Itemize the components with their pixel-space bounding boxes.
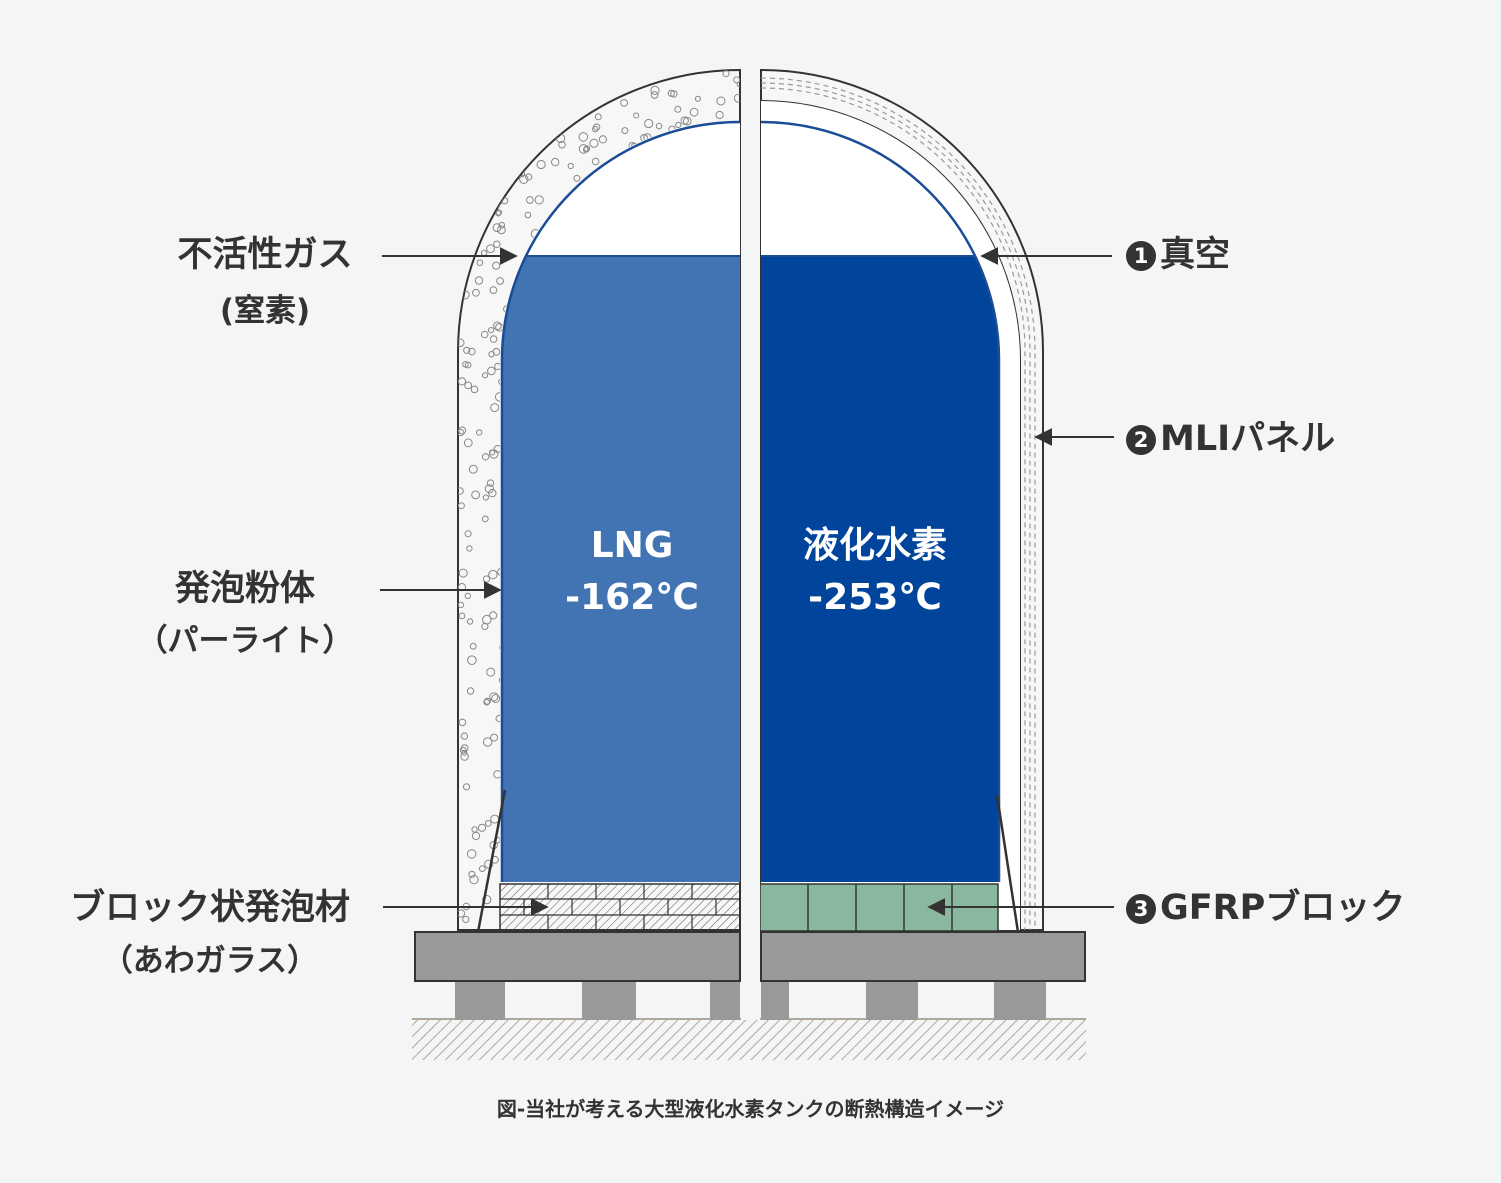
hydrogen-title: 液化水素 [802, 525, 947, 566]
lng-liquid [502, 256, 740, 882]
inner-tank-outline-right [760, 120, 1001, 882]
ground [412, 1019, 1086, 1060]
anchor-strap-right [995, 794, 1020, 933]
mli-panel-texture [761, 77, 1036, 930]
hydrogen-liquid [761, 256, 999, 882]
label-inert-gas-sub: (窒素) [219, 293, 311, 329]
anchor-strap-left [476, 789, 507, 933]
label-mli-panel-text: MLIパネル [1160, 419, 1336, 459]
lng-title: LNG [590, 525, 674, 566]
inner-tank-outline-left [500, 120, 741, 882]
foundation-slab-right [760, 931, 1086, 982]
number-badge-1: 1 [1126, 241, 1156, 271]
label-vacuum-text: 真空 [1160, 235, 1231, 275]
label-gfrp-block-text: GFRPブロック [1160, 888, 1406, 928]
label-inert-gas: 不活性ガス [177, 235, 353, 275]
label-foam-powder-sub: （パーライト） [136, 623, 354, 659]
number-badge-3: 3 [1126, 894, 1156, 924]
lng-temperature: -162℃ [565, 577, 699, 618]
foundation-slab-left [414, 931, 741, 982]
label-foam-block-sub: （あわガラス） [101, 943, 319, 979]
hydrogen-temperature: -253℃ [808, 577, 942, 618]
support-piers [455, 980, 1046, 1020]
center-divider [741, 60, 760, 1020]
label-foam-powder: 発泡粉体 [174, 569, 315, 609]
label-foam-block: ブロック状発泡材 [69, 888, 350, 928]
number-badge-2: 2 [1126, 425, 1156, 455]
figure-caption: 図-当社が考える大型液化水素タンクの断熱構造イメージ [496, 1097, 1005, 1121]
